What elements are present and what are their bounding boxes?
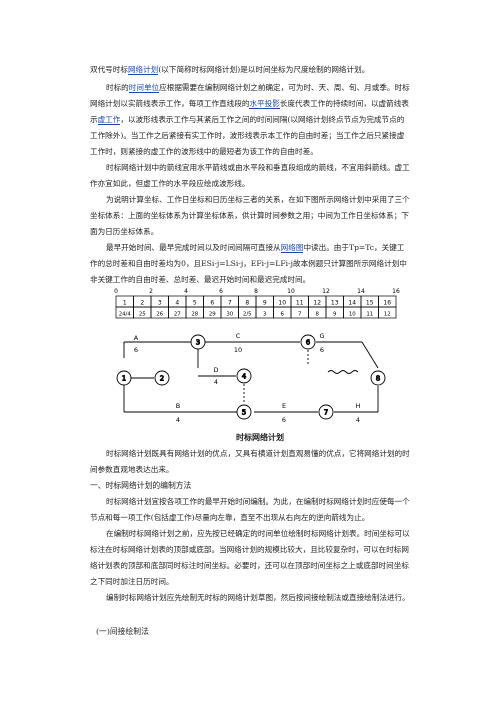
network-node: [318, 404, 334, 420]
paragraph-draft: 编制时标网络计划应先绘制无时标的网络计划草图，然后按间接绘制法或直接绘制法进行。: [106, 593, 410, 602]
paragraph-arrows: 时标网络计划中的箭线宜用水平箭线或由水平段和垂直段组成的箭线，不宜用斜箭线。虚工…: [90, 163, 410, 188]
workday-label: 16: [383, 300, 391, 307]
link-time-unit[interactable]: 时间单位: [128, 83, 160, 93]
activity-name: H: [356, 402, 361, 410]
workday-label: 13: [331, 300, 339, 307]
calendar-label: 29: [209, 312, 216, 318]
section-heading-indirect: (一)间接绘制法: [96, 627, 149, 636]
workday-label: 5: [193, 300, 197, 307]
node-label: 5: [242, 409, 246, 417]
network-node: [236, 368, 252, 384]
calc-tick-label: 16: [392, 288, 400, 295]
link-dummy-work[interactable]: 虚工作: [97, 115, 121, 125]
node-label: 3: [196, 339, 200, 347]
calendar-label: 7: [298, 312, 301, 318]
paragraph-advantages: 时标网络计划既具有网络计划的优点，又具有横道计划直观易懂的优点，它将网络计划的时…: [90, 449, 410, 474]
activity-duration: 4: [214, 378, 218, 386]
calendar-label: 3: [263, 312, 266, 318]
calendar-label: 26: [156, 312, 163, 318]
activity-duration: 10: [234, 346, 242, 354]
node-label: 1: [122, 375, 126, 383]
activity-name: G: [319, 332, 324, 340]
calc-tick-labels: 0 2 4 6 8 10 12 14 16: [114, 288, 400, 295]
calc-tick-label: 10: [287, 288, 295, 295]
diagram-caption: 时标网络计划: [236, 433, 284, 442]
calc-tick-label: 14: [357, 288, 365, 295]
workday-label: 9: [263, 300, 267, 307]
calendar-label: 9: [333, 312, 337, 318]
workday-label: 8: [245, 300, 249, 307]
activity-name: D: [213, 366, 218, 374]
calendar-label: 6: [281, 312, 285, 318]
workday-label: 10: [278, 300, 286, 307]
workday-label: 12: [313, 300, 321, 307]
network-node: [190, 334, 206, 350]
activity-duration: 4: [356, 416, 360, 424]
workday-label: 1: [123, 300, 127, 307]
calendar-label: 10: [349, 312, 356, 318]
activity-duration: 4: [176, 416, 180, 424]
calc-tick-label: 12: [322, 288, 330, 295]
calendar-label: 8: [316, 312, 320, 318]
workday-label: 3: [158, 300, 162, 307]
activity-name: E: [282, 402, 286, 410]
paragraph-method: 时标网络计划宜按各项工作的最早开始时间编制。为此，在编制时标网络计划时应使每一个…: [90, 497, 410, 522]
paragraph-intro: 双代号时标网络计划(以下简称时标网络计划)是以时间坐标为尺度绘制的网络计划。: [90, 65, 370, 75]
activity-duration: 6: [134, 346, 138, 354]
calendar-cell: [378, 306, 397, 319]
activity-duration: 6: [282, 416, 286, 424]
link-network-plan[interactable]: 网络计划: [127, 65, 159, 75]
calendar-label: 25: [139, 312, 146, 318]
calc-tick-label: 8: [254, 288, 258, 295]
calendar-row: 24/4 25 26 27 28 29 30 2/5 3 6 7 8 9 10 11 12: [115, 306, 397, 319]
calendar-label: 2/5: [243, 312, 252, 318]
network-node: [116, 370, 132, 386]
network-arrows: [123, 341, 379, 413]
paragraph-calculation: 最早开始时间、最早完成时间以及时间间隔可直接从网络图中读出。由于Tp=Tc，关键…: [90, 243, 407, 284]
workday-label: 11: [296, 300, 304, 307]
workday-label: 7: [228, 300, 232, 307]
activity-name: A: [134, 334, 139, 342]
node-label: 2: [160, 375, 164, 383]
network-node: [154, 370, 170, 386]
paragraph-coordinates: 为说明计算坐标、工作日坐标和日历坐标三者的关系，在如下图所示网络计划中采用了三个…: [90, 195, 410, 236]
network-nodes: 1 2 3 4 5 6 7 8: [116, 334, 386, 420]
workday-label: 14: [348, 300, 356, 307]
node-label: 6: [306, 339, 311, 347]
network-node: [300, 334, 316, 350]
calendar-label: 30: [226, 312, 233, 318]
arrow-g-down: [361, 341, 379, 369]
calc-tick-label: 2: [149, 288, 153, 295]
calendar-label: 27: [174, 312, 181, 318]
section-heading-method: 一、时标网络计划的编制方法: [90, 481, 192, 490]
node-label: 8: [376, 375, 380, 383]
calc-tick-label: 4: [184, 288, 188, 295]
calendar-label: 24/4: [119, 312, 132, 318]
calendar-label: 12: [384, 312, 391, 318]
workday-label: 2: [140, 300, 144, 307]
node-label: 7: [324, 409, 328, 417]
free-float-wave: [327, 370, 359, 374]
network-node: [236, 404, 252, 420]
network-node: [370, 370, 386, 386]
link-network-diagram[interactable]: 网络图: [280, 243, 304, 253]
calc-tick-label: 0: [114, 288, 118, 295]
node-label: 4: [242, 373, 247, 381]
calc-tick-label: 6: [219, 288, 223, 295]
paragraph-time-unit: 时标的时间单位应根据需要在编制网络计划之前确定，可为时、天、周、旬、月或季。时标…: [90, 83, 410, 156]
workday-label: 6: [210, 300, 214, 307]
calendar-label: 11: [366, 312, 373, 318]
workday-label: 4: [175, 300, 179, 307]
link-horizontal-projection[interactable]: 水平投影: [249, 99, 280, 109]
calendar-label: 28: [191, 312, 198, 318]
activity-name: C: [236, 332, 241, 340]
activity-duration: 6: [320, 346, 324, 354]
paragraph-table: 在编制时标网络计划之前，应先按已经确定的时间单位绘制时标网络计划表。时间坐标可以…: [90, 529, 410, 586]
activity-name: B: [176, 402, 180, 410]
workday-label: 15: [366, 300, 374, 307]
